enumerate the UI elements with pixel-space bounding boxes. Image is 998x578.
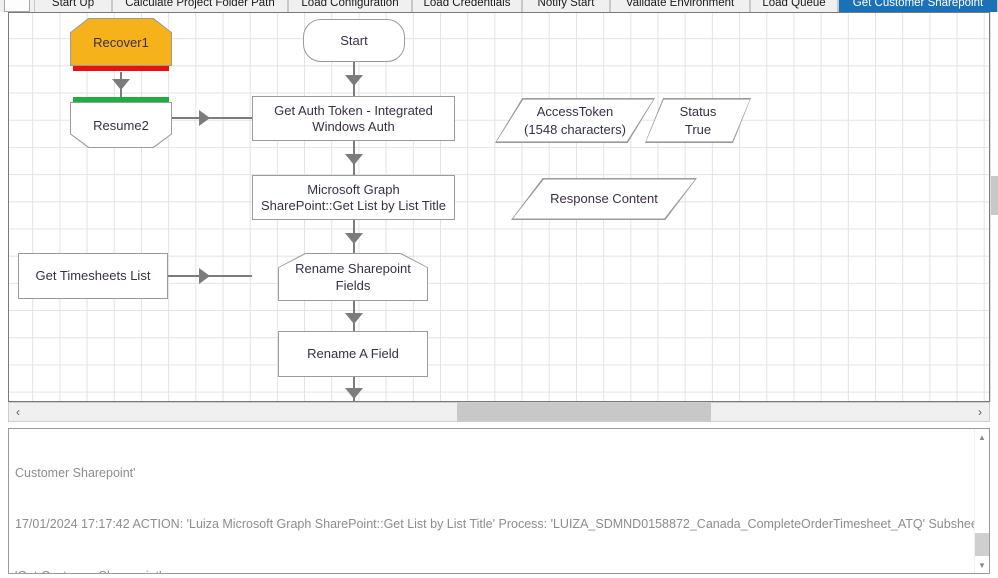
node-recover1-error-bar <box>73 66 169 71</box>
node-get-timesheets-list-label: Get Timesheets List <box>35 268 151 283</box>
canvas-grid <box>9 13 989 401</box>
node-resume2-label: Resume2 <box>93 117 149 133</box>
execution-log-text: Customer Sharepoint' 17/01/2024 17:17:42… <box>15 431 985 573</box>
tab-strip-corner-box[interactable] <box>4 0 30 12</box>
log-vertical-scrollbar[interactable]: ▲ ▼ <box>974 429 989 573</box>
log-line-2: 17/01/2024 17:17:42 ACTION: 'Luiza Micro… <box>15 517 985 532</box>
connector-timesheets-rename <box>168 275 252 277</box>
tab-start-up[interactable]: Start Up <box>34 0 112 12</box>
node-start[interactable]: Start <box>303 19 405 62</box>
node-resume2-body: Resume2 <box>71 103 171 147</box>
node-recover1-body: Recover1 <box>71 19 171 65</box>
tab-validate-environment[interactable]: Validate Environment <box>610 0 750 12</box>
node-resume2-ok-bar <box>73 97 169 102</box>
canvas-horizontal-scrollbar-thumb[interactable] <box>456 403 712 421</box>
canvas-horizontal-scrollbar-track[interactable] <box>27 403 971 421</box>
node-resume2[interactable]: Resume2 <box>70 102 172 148</box>
node-response-content[interactable]: Response Content <box>511 178 697 220</box>
log-line-1: Customer Sharepoint' <box>15 466 136 481</box>
tab-load-credentials[interactable]: Load Credentials <box>412 0 522 12</box>
scroll-right-arrow-icon[interactable]: › <box>978 405 982 419</box>
node-recover1[interactable]: Recover1 <box>70 18 172 66</box>
arrowhead-rename-field-exit <box>345 388 363 399</box>
scroll-left-arrow-icon[interactable]: ‹ <box>16 405 20 419</box>
tab-load-queue[interactable]: Load Queue <box>750 0 838 12</box>
execution-log-panel[interactable]: Customer Sharepoint' 17/01/2024 17:17:42… <box>8 428 990 574</box>
node-start-label: Start <box>340 32 368 48</box>
arrowhead-resume2-auth <box>199 110 210 126</box>
arrowhead-graph-rename-fields <box>345 233 363 244</box>
node-response-content-body: Response Content <box>513 179 695 219</box>
sheet-tab-strip: Start Up Calculate Project Folder Path L… <box>0 0 998 12</box>
tab-get-customer-sharepoint[interactable]: Get Customer Sharepoint <box>838 0 998 12</box>
node-rename-a-field[interactable]: Rename A Field <box>278 331 428 377</box>
connector-resume2-auth <box>172 117 252 119</box>
node-response-content-label: Response Content <box>550 191 658 206</box>
log-line-3: 'Get Customer Sharepoint' <box>15 568 973 573</box>
arrowhead-start-auth <box>345 75 363 86</box>
arrowhead-recover1-resume2 <box>112 79 130 90</box>
node-access-token-body: AccessToken(1548 characters) <box>496 99 654 142</box>
node-rename-a-field-label: Rename A Field <box>307 346 399 361</box>
arrowhead-rename-fields-rename-field <box>345 313 363 324</box>
tab-load-configuration[interactable]: Load Configuration <box>288 0 412 12</box>
tab-calculate-project-folder-path[interactable]: Calculate Project Folder Path <box>112 0 288 12</box>
arrowhead-timesheets-rename <box>199 268 210 284</box>
process-diagram-canvas[interactable]: Recover1 Resume2 Start Get Auth Token - <box>8 12 990 402</box>
canvas-horizontal-scrollbar[interactable]: ‹ › <box>8 402 990 422</box>
canvas-vertical-scrollbar[interactable] <box>990 12 998 402</box>
tab-notify-start[interactable]: Notify Start <box>522 0 610 12</box>
node-access-token-label: AccessToken(1548 characters) <box>524 103 626 137</box>
canvas-vertical-scrollbar-thumb[interactable] <box>991 175 998 215</box>
node-access-token[interactable]: AccessToken(1548 characters) <box>495 98 655 143</box>
arrowhead-auth-graph <box>345 154 363 165</box>
log-vertical-scrollbar-thumb[interactable] <box>975 532 989 556</box>
log-scroll-down-icon[interactable]: ▼ <box>978 560 986 570</box>
log-scroll-up-icon[interactable]: ▲ <box>978 432 986 442</box>
node-get-timesheets-list[interactable]: Get Timesheets List <box>18 253 168 299</box>
node-recover1-label: Recover1 <box>93 34 149 50</box>
